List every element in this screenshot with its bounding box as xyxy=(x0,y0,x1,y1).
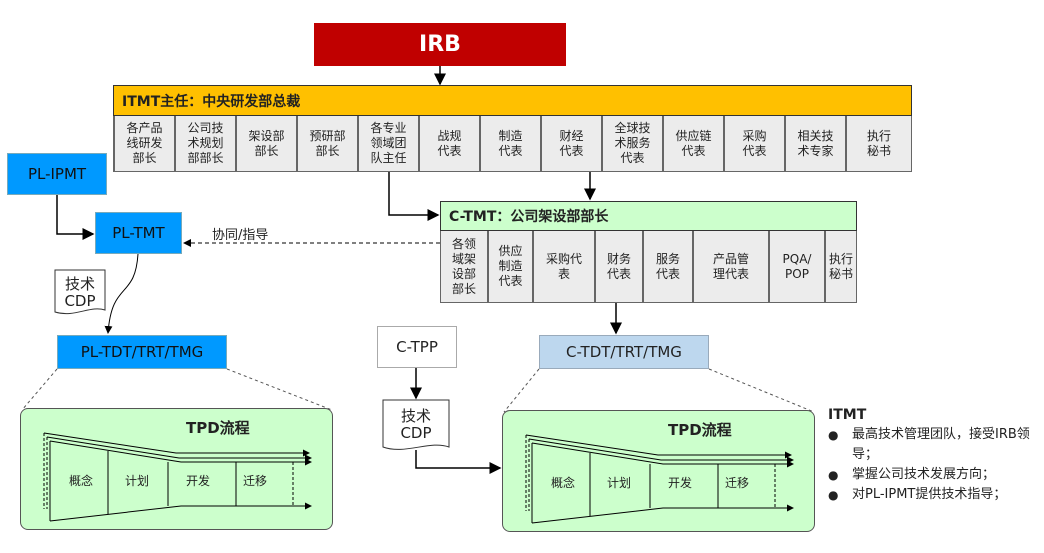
irb-box: IRB xyxy=(314,23,566,66)
tpd-stage-label: 概念 xyxy=(551,476,576,490)
tpd-stage-label: 计划 xyxy=(125,474,150,488)
legend-item: 对PL-IPMT提供技术指导； xyxy=(828,485,1044,505)
zoom-line xyxy=(503,368,540,413)
tpd-stage-label: 迁移 xyxy=(243,474,268,488)
cdp-document-shape xyxy=(382,399,450,450)
tpd-funnel-graphic xyxy=(525,434,794,524)
pl-ipmt-box: PL-IPMT xyxy=(7,153,107,195)
tpd-title: TPD流程 xyxy=(668,421,732,439)
itmt-header: ITMT主任：中央研发部总裁 xyxy=(113,85,912,116)
legend-item: 掌握公司技术发展方向； xyxy=(828,465,1044,485)
member-cell: 全球技 术服务 代表 xyxy=(602,116,663,172)
tmt-to-tdt-arrow xyxy=(104,253,139,334)
member-cell: 财务 代表 xyxy=(595,231,643,303)
itmt-legend: ITMT 最高技术管理团队，接受IRB领导； 掌握公司技术发展方向； 对PL-I… xyxy=(828,405,1044,505)
tpd-stage-label: 开发 xyxy=(186,474,211,488)
member-cell: 执行 秘书 xyxy=(846,116,912,172)
member-cell: 各专业 领域团 队主任 xyxy=(358,116,419,172)
legend-title: ITMT xyxy=(828,407,867,423)
cdp-doc-label: 技术 CDP xyxy=(64,274,96,310)
member-cell: 各领 域架 设部 部长 xyxy=(440,231,488,303)
zoom-line xyxy=(226,368,333,411)
zoom-line xyxy=(708,368,815,413)
tpd-title: TPD流程 xyxy=(186,419,250,437)
member-cell: 执行 秘书 xyxy=(825,231,857,303)
tpd-stage-label: 计划 xyxy=(607,476,632,490)
member-cell: 各产品 线研发 部长 xyxy=(114,116,175,172)
ctmt-member-row: 各领 域架 设部 部长供应 制造 代表采购代 表财务 代表服务 代表产品管 理代… xyxy=(440,231,857,303)
legend-item: 最高技术管理团队，接受IRB领导； xyxy=(828,425,1044,465)
c-tdt-box: C-TDT/TRT/TMG xyxy=(539,335,709,369)
member-cell: 战规 代表 xyxy=(419,116,480,172)
ipmt-to-tmt-arrow xyxy=(56,195,95,240)
zoom-line xyxy=(21,368,58,411)
member-cell: 服务 代表 xyxy=(643,231,693,303)
pl-tdt-box: PL-TDT/TRT/TMG xyxy=(57,335,227,369)
member-cell: 财经 代表 xyxy=(541,116,602,172)
member-cell: 架设部 部长 xyxy=(236,116,297,172)
member-cell: 采购代 表 xyxy=(533,231,595,303)
tpd-process-panel: TPD流程概念 计划 开发 迁移 xyxy=(502,410,815,532)
tpd-process-panel: TPD流程概念 计划 开发 迁移 xyxy=(20,408,333,530)
collab-label: 协同/指导 xyxy=(212,228,269,243)
member-cell: 公司技 术规划 部部长 xyxy=(175,116,236,172)
member-cell: 采购 代表 xyxy=(724,116,785,172)
doc-to-tpd-arrow xyxy=(415,450,502,474)
member-cell: 产品管 理代表 xyxy=(693,231,769,303)
tpd-stage-label: 开发 xyxy=(668,476,693,490)
tpd-stage-label: 概念 xyxy=(69,474,94,488)
team-lead-to-ctmt-arrow xyxy=(388,172,440,221)
member-cell: 供应 制造 代表 xyxy=(488,231,533,303)
member-cell: 供应链 代表 xyxy=(663,116,724,172)
cdp-document-shape xyxy=(54,269,106,315)
tpd-stage-label: 迁移 xyxy=(725,476,750,490)
cdp-doc-label: 技术 CDP xyxy=(400,407,432,442)
tpd-funnel-graphic xyxy=(43,432,312,522)
member-cell: 相关技 术专家 xyxy=(785,116,846,172)
member-cell: 制造 代表 xyxy=(480,116,541,172)
c-tpp-box: C-TPP xyxy=(377,326,457,368)
pl-tmt-box: PL-TMT xyxy=(95,212,182,254)
member-cell: PQA/ POP xyxy=(769,231,825,303)
member-cell: 预研部 部长 xyxy=(297,116,358,172)
ctmt-header: C-TMT：公司架设部部长 xyxy=(440,201,857,231)
itmt-member-row: 各产品 线研发 部长公司技 术规划 部部长架设部 部长预研部 部长各专业 领域团… xyxy=(113,116,912,172)
